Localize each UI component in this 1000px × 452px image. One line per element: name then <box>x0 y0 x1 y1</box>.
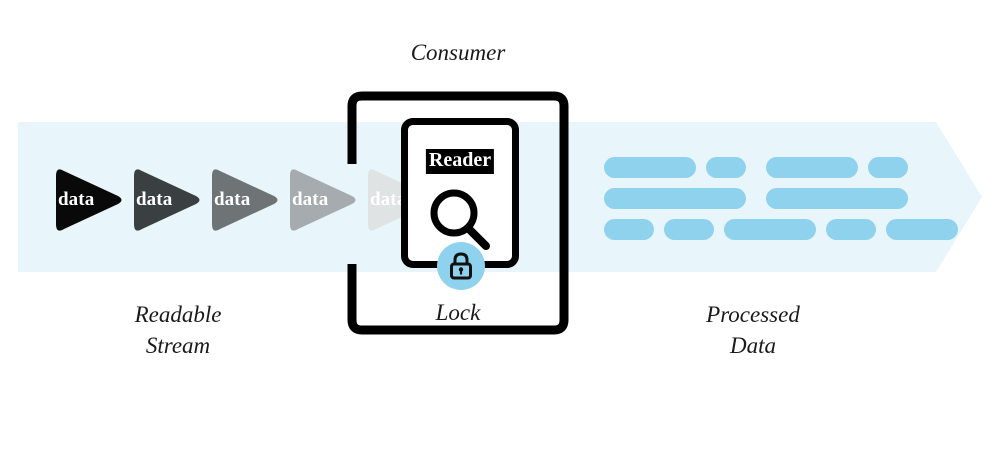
data-chip-label: data <box>58 189 95 210</box>
data-chip: data <box>128 164 202 236</box>
processed-data-row <box>604 157 796 178</box>
processed-data-row <box>766 188 958 209</box>
processed-data-bar <box>766 188 908 209</box>
readable-stream-caption-line1: Readable <box>134 302 222 327</box>
magnifying-glass-icon <box>424 185 496 257</box>
processed-data-group <box>766 157 958 240</box>
data-chip-label: data <box>370 189 407 210</box>
reader-label: Reader <box>425 149 495 174</box>
processed-data-bar <box>766 219 816 240</box>
lock-title: Lock <box>435 300 481 325</box>
lock-badge[interactable] <box>437 242 485 290</box>
processed-data-bar <box>868 157 908 178</box>
readable-stream-caption: Readable Stream <box>78 300 278 362</box>
processed-data-row <box>766 219 958 240</box>
readable-stream-caption-line2: Stream <box>145 332 211 358</box>
processed-data-bar <box>604 219 654 240</box>
processed-data-bar <box>826 219 876 240</box>
processed-data-bar <box>604 157 696 178</box>
consumer-title: Consumer <box>410 40 506 65</box>
processed-data-bar <box>604 188 746 209</box>
processed-data-caption-line1: Processed <box>706 302 800 327</box>
data-chip: data <box>362 164 436 236</box>
processed-data-bar <box>706 157 746 178</box>
data-chip-label: data <box>292 189 329 210</box>
processed-data-bar <box>766 157 858 178</box>
data-chip-label: data <box>214 189 251 210</box>
data-chip: data <box>206 164 280 236</box>
processed-data-caption: Processed Data <box>650 300 856 362</box>
data-chip: data <box>284 164 358 236</box>
processed-data-bar <box>886 219 958 240</box>
data-chip: data <box>50 164 124 236</box>
processed-data-row <box>604 188 796 209</box>
consumer-frame <box>342 88 574 338</box>
processed-data-bar <box>664 219 714 240</box>
processed-data-row <box>766 157 958 178</box>
processed-data-caption-line2: Data <box>730 332 776 358</box>
data-chip-label: data <box>136 189 173 210</box>
padlock-icon <box>450 252 472 280</box>
